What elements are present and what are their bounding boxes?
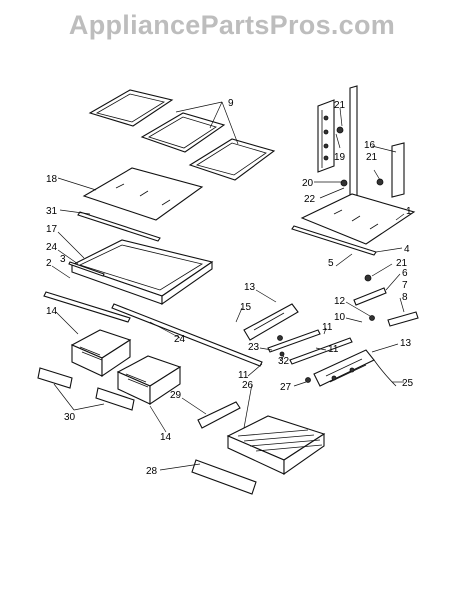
upper-shelf-right bbox=[188, 138, 276, 181]
callout-21: 21 bbox=[396, 258, 408, 269]
slide-11 bbox=[289, 337, 353, 365]
callout-14: 14 bbox=[46, 306, 58, 317]
bracket-8 bbox=[387, 311, 419, 327]
callout-15: 15 bbox=[240, 302, 252, 313]
shelf-trim-4 bbox=[291, 225, 377, 256]
screw-27 bbox=[305, 377, 311, 383]
callout-24: 24 bbox=[174, 334, 186, 345]
callout-11: 11 bbox=[322, 322, 333, 333]
handle-29 bbox=[197, 401, 241, 429]
callout-9: 9 bbox=[228, 98, 234, 109]
callout-32: 32 bbox=[278, 356, 290, 367]
shelf-trim-31 bbox=[77, 211, 161, 242]
callout-18: 18 bbox=[46, 174, 58, 185]
callout-21: 21 bbox=[334, 100, 346, 111]
callout-labels: 9 21 19 16 21 20 22 18 31 1 17 24 4 2 5 … bbox=[46, 98, 414, 477]
bracket-6 bbox=[353, 287, 387, 306]
callout-21: 21 bbox=[366, 152, 378, 163]
callout-1: 1 bbox=[406, 206, 412, 217]
trim-strip-2 bbox=[43, 291, 131, 323]
upper-shelf-left bbox=[88, 89, 174, 127]
deli-drawer bbox=[226, 415, 326, 476]
upper-shelf-middle bbox=[140, 112, 226, 153]
screw-12 bbox=[369, 315, 375, 321]
crisper-drawer-lower bbox=[116, 355, 182, 406]
bracket-housing-right bbox=[313, 349, 397, 387]
callout-13: 13 bbox=[244, 282, 256, 293]
callout-16: 16 bbox=[364, 140, 376, 151]
callout-20: 20 bbox=[302, 178, 314, 189]
callout-26: 26 bbox=[242, 380, 254, 391]
deli-front-28 bbox=[191, 459, 257, 495]
callout-6: 6 bbox=[402, 268, 408, 279]
callout-25: 25 bbox=[402, 378, 414, 389]
callout-29: 29 bbox=[170, 390, 182, 401]
slide-23 bbox=[267, 329, 321, 353]
watermark: AppliancePartsPros.com bbox=[68, 10, 396, 40]
crisper-drawer-upper bbox=[70, 329, 132, 378]
callout-30: 30 bbox=[64, 412, 76, 423]
callout-8: 8 bbox=[402, 292, 408, 303]
leader-lines bbox=[51, 101, 405, 471]
callout-17: 17 bbox=[46, 224, 58, 235]
callout-11: 11 bbox=[328, 344, 339, 355]
screw-21 bbox=[364, 274, 372, 282]
screw-32 bbox=[279, 351, 285, 357]
trim-strip-3 bbox=[68, 261, 105, 277]
callout-4: 4 bbox=[404, 244, 410, 255]
callout-27: 27 bbox=[280, 382, 292, 393]
callout-2: 2 bbox=[46, 258, 52, 269]
bracket-housing-13 bbox=[243, 303, 299, 341]
drawer-front-lower bbox=[95, 387, 135, 411]
side-bracket bbox=[376, 142, 405, 198]
callout-31: 31 bbox=[46, 206, 58, 217]
callout-22: 22 bbox=[304, 194, 316, 205]
drawer-front-upper bbox=[37, 367, 73, 389]
callout-13: 13 bbox=[400, 338, 412, 349]
callout-14: 14 bbox=[160, 432, 172, 443]
callout-19: 19 bbox=[334, 152, 346, 163]
callout-28: 28 bbox=[146, 466, 158, 477]
callout-23: 23 bbox=[248, 342, 260, 353]
callout-24: 24 bbox=[46, 242, 58, 253]
callout-10: 10 bbox=[334, 312, 346, 323]
callout-5: 5 bbox=[328, 258, 334, 269]
glass-shelf-right bbox=[300, 193, 416, 245]
callout-7: 7 bbox=[402, 280, 408, 291]
crisper-cover-frame bbox=[70, 239, 214, 306]
callout-11: 11 bbox=[238, 370, 249, 381]
callout-3: 3 bbox=[60, 254, 66, 265]
glass-shelf-left bbox=[82, 167, 204, 221]
screw-20 bbox=[340, 179, 348, 187]
callout-12: 12 bbox=[334, 296, 346, 307]
